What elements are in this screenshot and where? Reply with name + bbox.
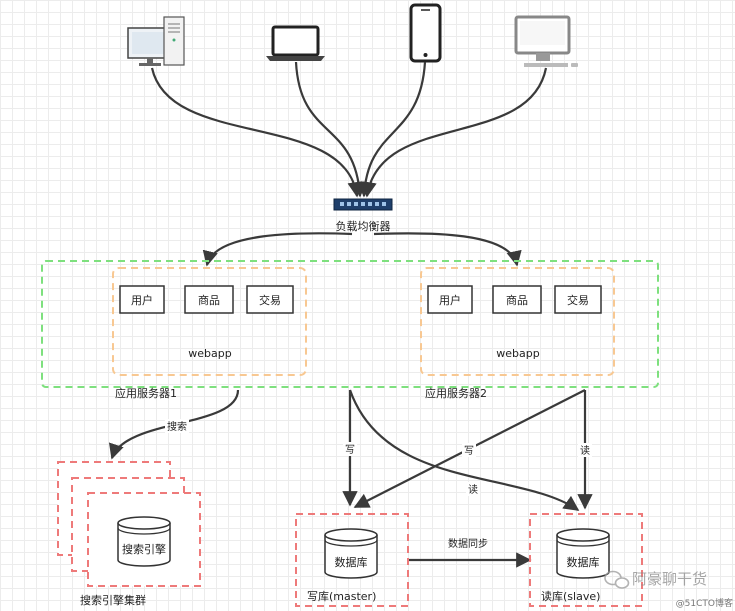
master-db-caption: 写库(master) [307, 590, 376, 603]
lb-connections [202, 232, 522, 267]
search-cluster: 搜索引擎 [57, 461, 201, 587]
wechat-icon [604, 570, 630, 589]
svg-text:交易: 交易 [259, 293, 281, 307]
client-connections [150, 61, 548, 198]
edge-label-search: 搜索 [165, 419, 189, 433]
webapp-label-1: webapp [188, 347, 231, 360]
module-box-user-2: 用户 [427, 285, 473, 314]
watermark-name: 阿豪聊干货 [632, 570, 707, 588]
slave-database-icon [556, 528, 610, 579]
search-cluster-label: 搜索引擎集群 [80, 593, 146, 607]
app-server-1-label: 应用服务器1 [115, 386, 177, 400]
slave-db-caption: 读库(slave) [541, 589, 600, 603]
svg-text:商品: 商品 [506, 293, 528, 307]
app-server-2-label: 应用服务器2 [425, 386, 487, 400]
webapp-container-2 [420, 267, 615, 376]
webapp-container-1 [112, 267, 307, 376]
search-engine-database-icon [117, 516, 171, 567]
laptop-icon [266, 25, 325, 61]
svg-text:交易: 交易 [567, 293, 589, 307]
edge-label-read-1: 读 [466, 482, 480, 496]
svg-text:用户: 用户 [439, 293, 461, 307]
slave-db-label: 数据库 [567, 555, 600, 569]
slave-db-group: 数据库 读库(slave) [529, 513, 643, 607]
desktop-pc-icon [127, 16, 185, 66]
svg-text:数据同步: 数据同步 [448, 537, 488, 550]
edge-label-read-2: 读 [578, 443, 592, 457]
svg-text:用户: 用户 [131, 293, 153, 307]
svg-text:读: 读 [468, 483, 478, 496]
edge-label-sync: 数据同步 [448, 537, 488, 550]
load-balancer-label: 负载均衡器 [336, 219, 391, 233]
search-engine-label: 搜索引擎 [122, 542, 166, 556]
svg-text:写: 写 [345, 444, 355, 456]
module-box-trade-1: 交易 [246, 285, 294, 314]
imac-icon [514, 15, 578, 67]
wechat-watermark: 阿豪聊干货 [604, 570, 707, 589]
svg-text:写: 写 [464, 445, 474, 457]
master-database-icon [324, 528, 378, 579]
app-server-group-border [41, 260, 659, 388]
module-box-user-1: 用户 [119, 285, 165, 314]
svg-text:商品: 商品 [198, 293, 220, 307]
webapp-label-2: webapp [496, 347, 539, 360]
module-box-trade-2: 交易 [554, 285, 602, 314]
master-db-group: 数据库 写库(master) [295, 513, 409, 607]
edge-label-write-1: 写 [343, 442, 357, 456]
master-db-label: 数据库 [335, 555, 368, 569]
module-box-product-1: 商品 [184, 285, 234, 314]
smartphone-icon [409, 3, 442, 63]
module-box-product-2: 商品 [492, 285, 542, 314]
watermark-site: @51CTO博客 [676, 597, 733, 609]
edge-label-write-2: 写 [462, 443, 476, 457]
load-balancer-switch-icon [333, 198, 393, 211]
svg-text:读: 读 [580, 444, 590, 457]
svg-text:搜索: 搜索 [167, 420, 187, 433]
